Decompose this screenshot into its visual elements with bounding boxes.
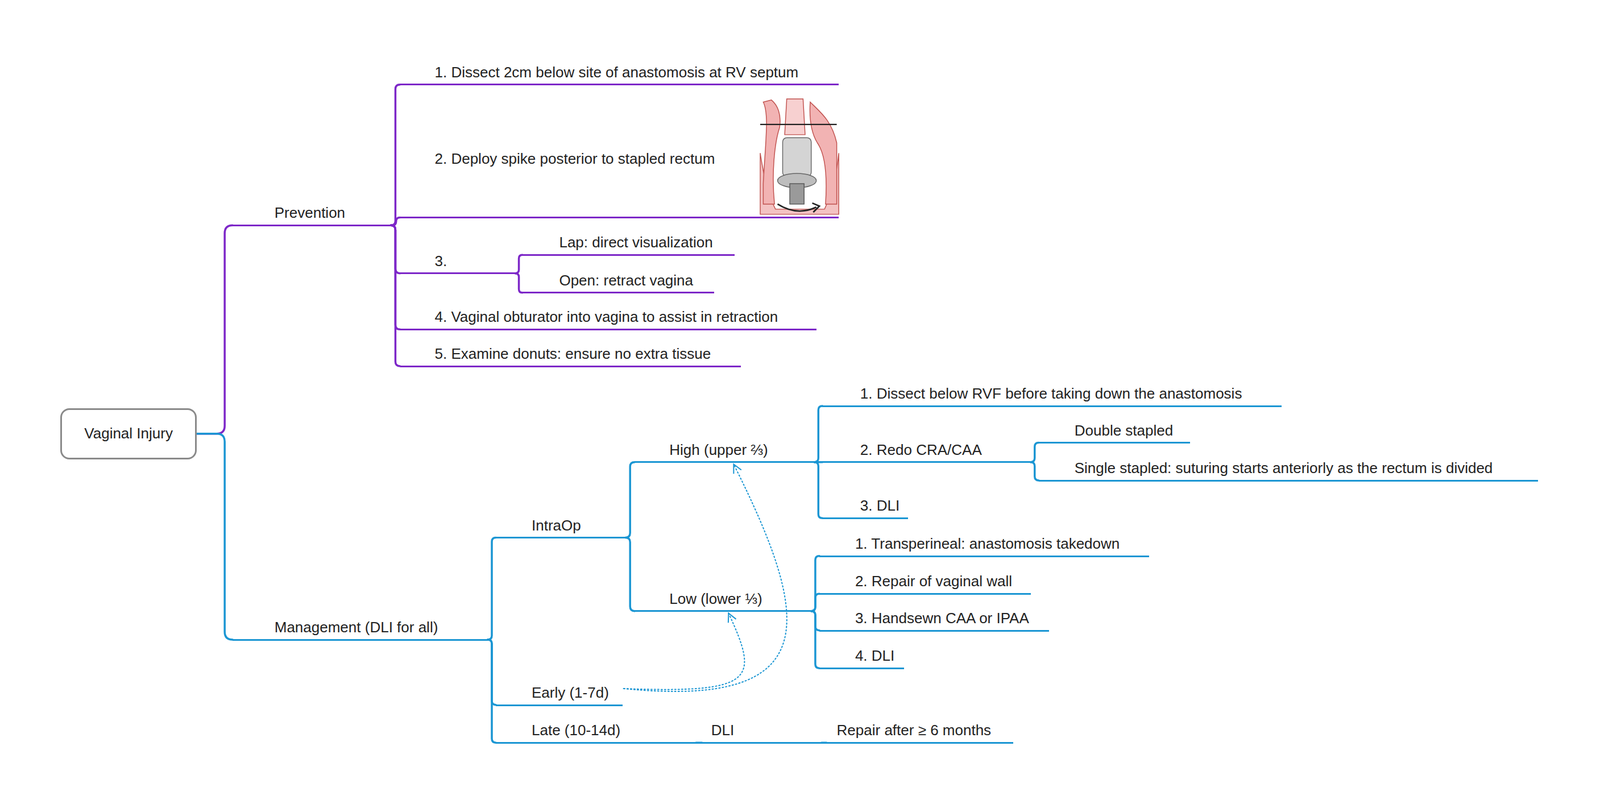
topic-text: 1. Dissect below RVF before taking down … [860, 384, 1243, 402]
branch-connector [811, 593, 820, 612]
subtopic: 2. Deploy spike posterior to stapled rec… [400, 150, 840, 219]
subtopic: Double stapled [1038, 421, 1191, 445]
branch-connector [515, 254, 523, 273]
transection-line [760, 123, 837, 126]
branch-connector [695, 741, 703, 744]
topic-text: Low (lower ⅓) [669, 590, 762, 608]
topic-text: Early (1-7d) [531, 684, 609, 702]
branch-connector [814, 405, 823, 463]
branch-connector [811, 611, 820, 669]
topic-text: Double stapled [1074, 421, 1173, 439]
subtopic: 1. Transperineal: anastomosis takedown [819, 535, 1150, 558]
subtopic: 1. Dissect below RVF before taking down … [822, 384, 1282, 408]
topic-text: 4. DLI [855, 647, 895, 665]
topic-text: Prevention [274, 204, 346, 222]
stapler-head [782, 137, 811, 177]
subtopic: Open: retract vagina [522, 271, 715, 294]
rotation-arrowhead [812, 202, 820, 213]
topic-text: 4. Vaginal obturator into vagina to assi… [434, 308, 779, 326]
topic-text: IntraOp [531, 516, 582, 534]
central-topic: Vaginal Injury [60, 408, 197, 460]
branch-topic: Prevention [232, 204, 391, 227]
branch-connector [390, 225, 400, 367]
branch-connector [625, 537, 635, 611]
subtopic: High (upper ⅔) [634, 441, 815, 464]
subtopic: 4. Vaginal obturator into vagina to assi… [400, 308, 817, 331]
topic-text: 1. Dissect 2cm below site of anastomosis… [434, 63, 799, 81]
rectal-stump [784, 98, 806, 135]
topic-text: 2. Redo CRA/CAA [860, 441, 982, 459]
stapler-illustration [760, 98, 839, 215]
subtopic: 4. DLI [819, 647, 905, 670]
subtopic: Late (10-14d) [495, 721, 696, 744]
branch-connector [390, 217, 400, 226]
topic-text: 5. Examine donuts: ensure no extra tissu… [434, 345, 712, 363]
branch-connector [515, 273, 523, 293]
topic-text: Late (10-14d) [531, 721, 621, 739]
topic-text: 3. Handsewn CAA or IPAA [855, 609, 1030, 627]
subtopic: 1. Dissect 2cm below site of anastomosis… [400, 63, 840, 86]
branch-connector [487, 639, 496, 743]
stapler-shaft [789, 183, 804, 205]
branch-connector [1030, 462, 1039, 481]
subtopic: 5. Examine donuts: ensure no extra tissu… [400, 345, 741, 368]
topic-text: Lap: direct visualization [558, 233, 713, 251]
subtopic: Low (lower ⅓) [634, 590, 811, 613]
branch-connector [625, 462, 635, 538]
rotation-arrow [777, 204, 817, 211]
topic-text: Single stapled: suturing starts anterior… [1074, 459, 1494, 477]
branch-connector [811, 556, 820, 612]
branch-connector [1030, 442, 1039, 463]
subtopic: 2. Redo CRA/CAA [822, 441, 1031, 464]
topic-text: Open: retract vagina [558, 271, 694, 289]
topic-text: Management (DLI for all) [274, 618, 439, 636]
subtopic: 2. Repair of vaginal wall [819, 572, 1031, 595]
topic-text: DLI [711, 721, 735, 739]
subtopic: Single stapled: suturing starts anterior… [1038, 459, 1539, 482]
branch-connector [821, 741, 827, 744]
tissue-left [763, 100, 781, 205]
branch-connector [196, 225, 233, 434]
branch-connector [390, 84, 400, 226]
dotted-arrow [623, 612, 745, 690]
subtopic: 3. DLI [822, 496, 909, 520]
tissue-right [810, 101, 837, 204]
subtopic: Lap: direct visualization [522, 233, 735, 256]
topic-text: 2. Repair of vaginal wall [855, 572, 1013, 590]
subtopic: Early (1-7d) [495, 684, 623, 707]
topic-text: Repair after ≥ 6 months [836, 721, 992, 739]
subtopic: IntraOp [495, 516, 626, 540]
branch-connector [814, 462, 823, 519]
topic-text: 1. Transperineal: anastomosis takedown [855, 535, 1120, 553]
branch-topic: Management (DLI for all) [232, 618, 488, 641]
topic-text: Vaginal Injury [84, 424, 173, 443]
topic-text: 3. [434, 252, 448, 270]
subtopic: Repair after ≥ 6 months [826, 721, 1014, 744]
subtopic: DLI [702, 721, 822, 744]
topic-text: High (upper ⅔) [669, 441, 768, 459]
branch-connector [487, 537, 496, 640]
topic-text: 3. DLI [860, 496, 900, 515]
topic-text: 2. Deploy spike posterior to stapled rec… [434, 150, 716, 168]
branch-connector [196, 433, 233, 640]
subtopic: 3. [400, 252, 516, 275]
dotted-arrow [623, 463, 787, 692]
subtopic: 3. Handsewn CAA or IPAA [819, 609, 1050, 632]
